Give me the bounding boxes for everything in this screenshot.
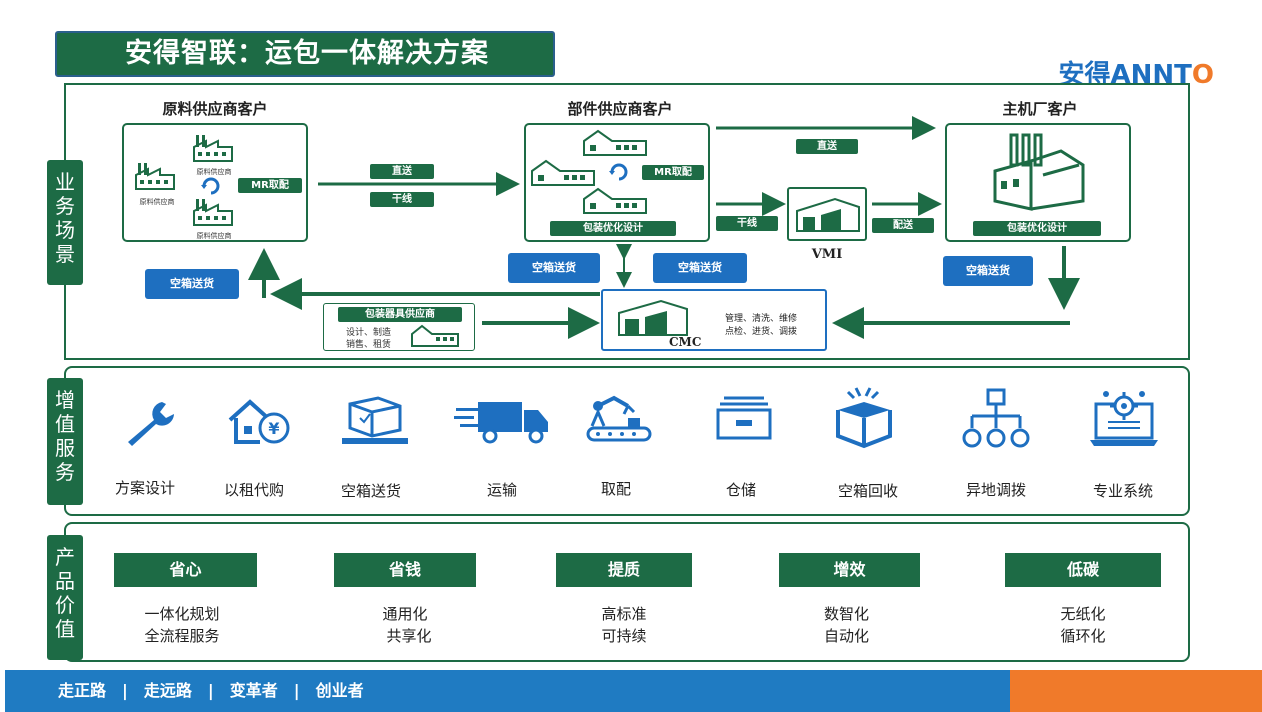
flow-trunk-label-1: 干线 bbox=[370, 192, 434, 207]
footer-item: 创业者 bbox=[315, 681, 364, 700]
packer-box: 包装器具供应商 设计、制造 销售、租赁 bbox=[323, 303, 475, 351]
scenario-tab-label: 业务场景 bbox=[55, 170, 75, 266]
raw-supplier-box: 原料供应商 原料供应商 原料供应商 MR取配 bbox=[122, 123, 308, 242]
warehouse-icon bbox=[796, 197, 860, 232]
values-tab-label: 产品价值 bbox=[55, 545, 75, 641]
raw-supplier-label-3: 原料供应商 bbox=[196, 232, 232, 240]
empty-box-tag-raw: 空箱送货 bbox=[145, 269, 239, 299]
packer-line-1: 设计、制造 bbox=[346, 328, 392, 338]
logo-en-o-text: O bbox=[1191, 60, 1214, 90]
svg-text:¥: ¥ bbox=[268, 419, 279, 438]
raw-mr-tag: MR取配 bbox=[238, 178, 302, 193]
value-line: 全流程服务 bbox=[144, 627, 220, 645]
value-head-save-money: 省钱 bbox=[334, 553, 476, 587]
raw-supplier-title: 原料供应商客户 bbox=[162, 100, 268, 118]
footer-sep: | bbox=[207, 681, 214, 700]
drawer-icon bbox=[716, 396, 772, 440]
cycle-arrow-icon bbox=[609, 163, 628, 181]
value-line: 一体化规划 bbox=[144, 605, 220, 623]
hierarchy-icon bbox=[962, 388, 1030, 448]
service-label-system: 专业系统 bbox=[1092, 482, 1153, 500]
cmc-desc-1: 管理、清洗、维修 bbox=[725, 314, 798, 324]
open-box-icon bbox=[836, 387, 892, 449]
cmc-label: CMC bbox=[669, 335, 702, 349]
service-label-recycle: 空箱回收 bbox=[837, 482, 898, 500]
footer-item: 走正路 bbox=[58, 681, 107, 700]
value-line: 无纸化 bbox=[1060, 605, 1106, 623]
warehouse-icon bbox=[411, 324, 459, 347]
scenario-tab: 业务场景 bbox=[47, 160, 83, 285]
empty-box-tag-oem: 空箱送货 bbox=[943, 256, 1033, 286]
title-banner: 安得智联：运包一体解决方案 bbox=[55, 31, 555, 77]
value-line: 可持续 bbox=[601, 627, 647, 645]
robot-arm-icon bbox=[586, 395, 652, 442]
factory-icon bbox=[193, 199, 233, 226]
parts-supplier-box: MR取配 包装优化设计 bbox=[524, 123, 710, 242]
footer-item: 走远路 bbox=[143, 681, 192, 700]
service-label-pickup: 取配 bbox=[600, 480, 631, 498]
value-line: 循环化 bbox=[1060, 627, 1106, 645]
parts-supplier-title: 部件供应商客户 bbox=[567, 100, 673, 118]
plant-icon bbox=[993, 133, 1085, 211]
oem-title: 主机厂客户 bbox=[1002, 100, 1078, 118]
packer-line-2: 销售、租赁 bbox=[346, 340, 392, 350]
cmc-desc-2: 点检、进货、调拨 bbox=[725, 327, 798, 337]
warehouse-icon bbox=[583, 187, 647, 214]
service-label-transfer: 异地调拨 bbox=[965, 481, 1026, 499]
raw-supplier-label-1: 原料供应商 bbox=[139, 198, 175, 206]
vmi-box bbox=[787, 187, 867, 241]
values-tab: 产品价值 bbox=[47, 535, 83, 660]
footer-sep: | bbox=[122, 681, 128, 700]
value-head-worry-free: 省心 bbox=[114, 553, 257, 587]
service-label-plan: 方案设计 bbox=[114, 479, 175, 497]
value-head-efficiency: 增效 bbox=[779, 553, 920, 587]
footer-sep: | bbox=[293, 681, 300, 700]
house-yen-icon: ¥ bbox=[228, 399, 290, 444]
value-line: 数智化 bbox=[823, 605, 869, 623]
box-pallet-icon bbox=[342, 396, 408, 444]
value-line: 高标准 bbox=[601, 605, 647, 623]
flow-direct-label-2: 直送 bbox=[796, 139, 858, 154]
value-line: 自动化 bbox=[823, 627, 869, 645]
service-label-warehouse: 仓储 bbox=[725, 481, 756, 499]
warehouse-icon bbox=[531, 159, 595, 186]
oem-design-tag: 包装优化设计 bbox=[973, 221, 1101, 236]
service-label-transport: 运输 bbox=[486, 481, 517, 499]
cmc-box: CMC 管理、清洗、维修 点检、进货、调拨 bbox=[601, 289, 827, 351]
services-tab: 增值服务 bbox=[47, 378, 83, 505]
service-label-empty-delivery: 空箱送货 bbox=[340, 482, 401, 500]
value-head-low-carbon: 低碳 bbox=[1005, 553, 1161, 587]
page-title: 安得智联：运包一体解决方案 bbox=[125, 38, 489, 69]
empty-box-tag-parts-left: 空箱送货 bbox=[508, 253, 600, 283]
footer-accent bbox=[1010, 670, 1262, 712]
factory-icon bbox=[135, 163, 175, 190]
service-label-lease: 以租代购 bbox=[223, 481, 284, 499]
values-section bbox=[64, 522, 1190, 662]
empty-box-tag-parts-right: 空箱送货 bbox=[653, 253, 747, 283]
parts-design-tag: 包装优化设计 bbox=[550, 221, 676, 236]
packer-title: 包装器具供应商 bbox=[338, 307, 462, 322]
footer-slogans: 走正路 | 走远路 | 变革者 | 创业者 bbox=[58, 670, 364, 712]
warehouse-icon bbox=[583, 129, 647, 156]
wrench-icon bbox=[128, 402, 174, 446]
oem-box: 包装优化设计 bbox=[945, 123, 1131, 242]
value-line: 通用化 bbox=[382, 605, 428, 623]
cycle-arrow-icon bbox=[201, 177, 220, 195]
flow-deliver-label: 配送 bbox=[872, 218, 934, 233]
factory-icon bbox=[193, 135, 233, 162]
services-tab-label: 增值服务 bbox=[55, 388, 75, 484]
flow-direct-label-1: 直送 bbox=[370, 164, 434, 179]
footer-bar bbox=[5, 670, 1010, 712]
value-head-quality: 提质 bbox=[556, 553, 692, 587]
value-line: 共享化 bbox=[386, 627, 432, 645]
raw-supplier-label-2: 原料供应商 bbox=[196, 168, 232, 176]
footer-item: 变革者 bbox=[229, 681, 278, 700]
vmi-label: VMI bbox=[811, 247, 843, 262]
truck-icon bbox=[454, 402, 548, 444]
parts-mr-tag: MR取配 bbox=[642, 165, 704, 180]
warehouse-icon bbox=[618, 299, 688, 336]
flow-trunk-label-2: 干线 bbox=[716, 216, 778, 231]
laptop-gear-icon bbox=[1090, 391, 1158, 446]
